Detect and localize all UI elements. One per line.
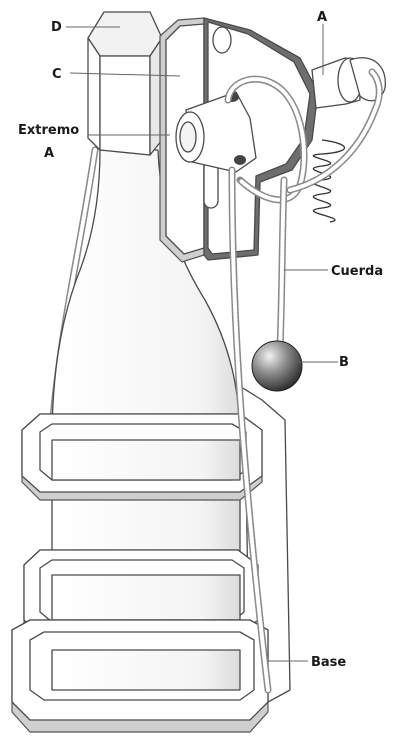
label-cuerda: Cuerda [331,264,383,279]
base-ring-bottom [12,620,268,732]
cap-piece-d [88,12,162,155]
label-d: D [51,20,62,35]
label-b: B [339,355,349,370]
ball-b [252,341,302,391]
label-c: C [52,67,62,82]
base-ring-top [22,414,262,500]
label-a-top: A [317,10,327,25]
label-base: Base [311,655,346,670]
label-extremo-a: A [44,146,54,161]
label-extremo: Extremo [18,123,79,138]
